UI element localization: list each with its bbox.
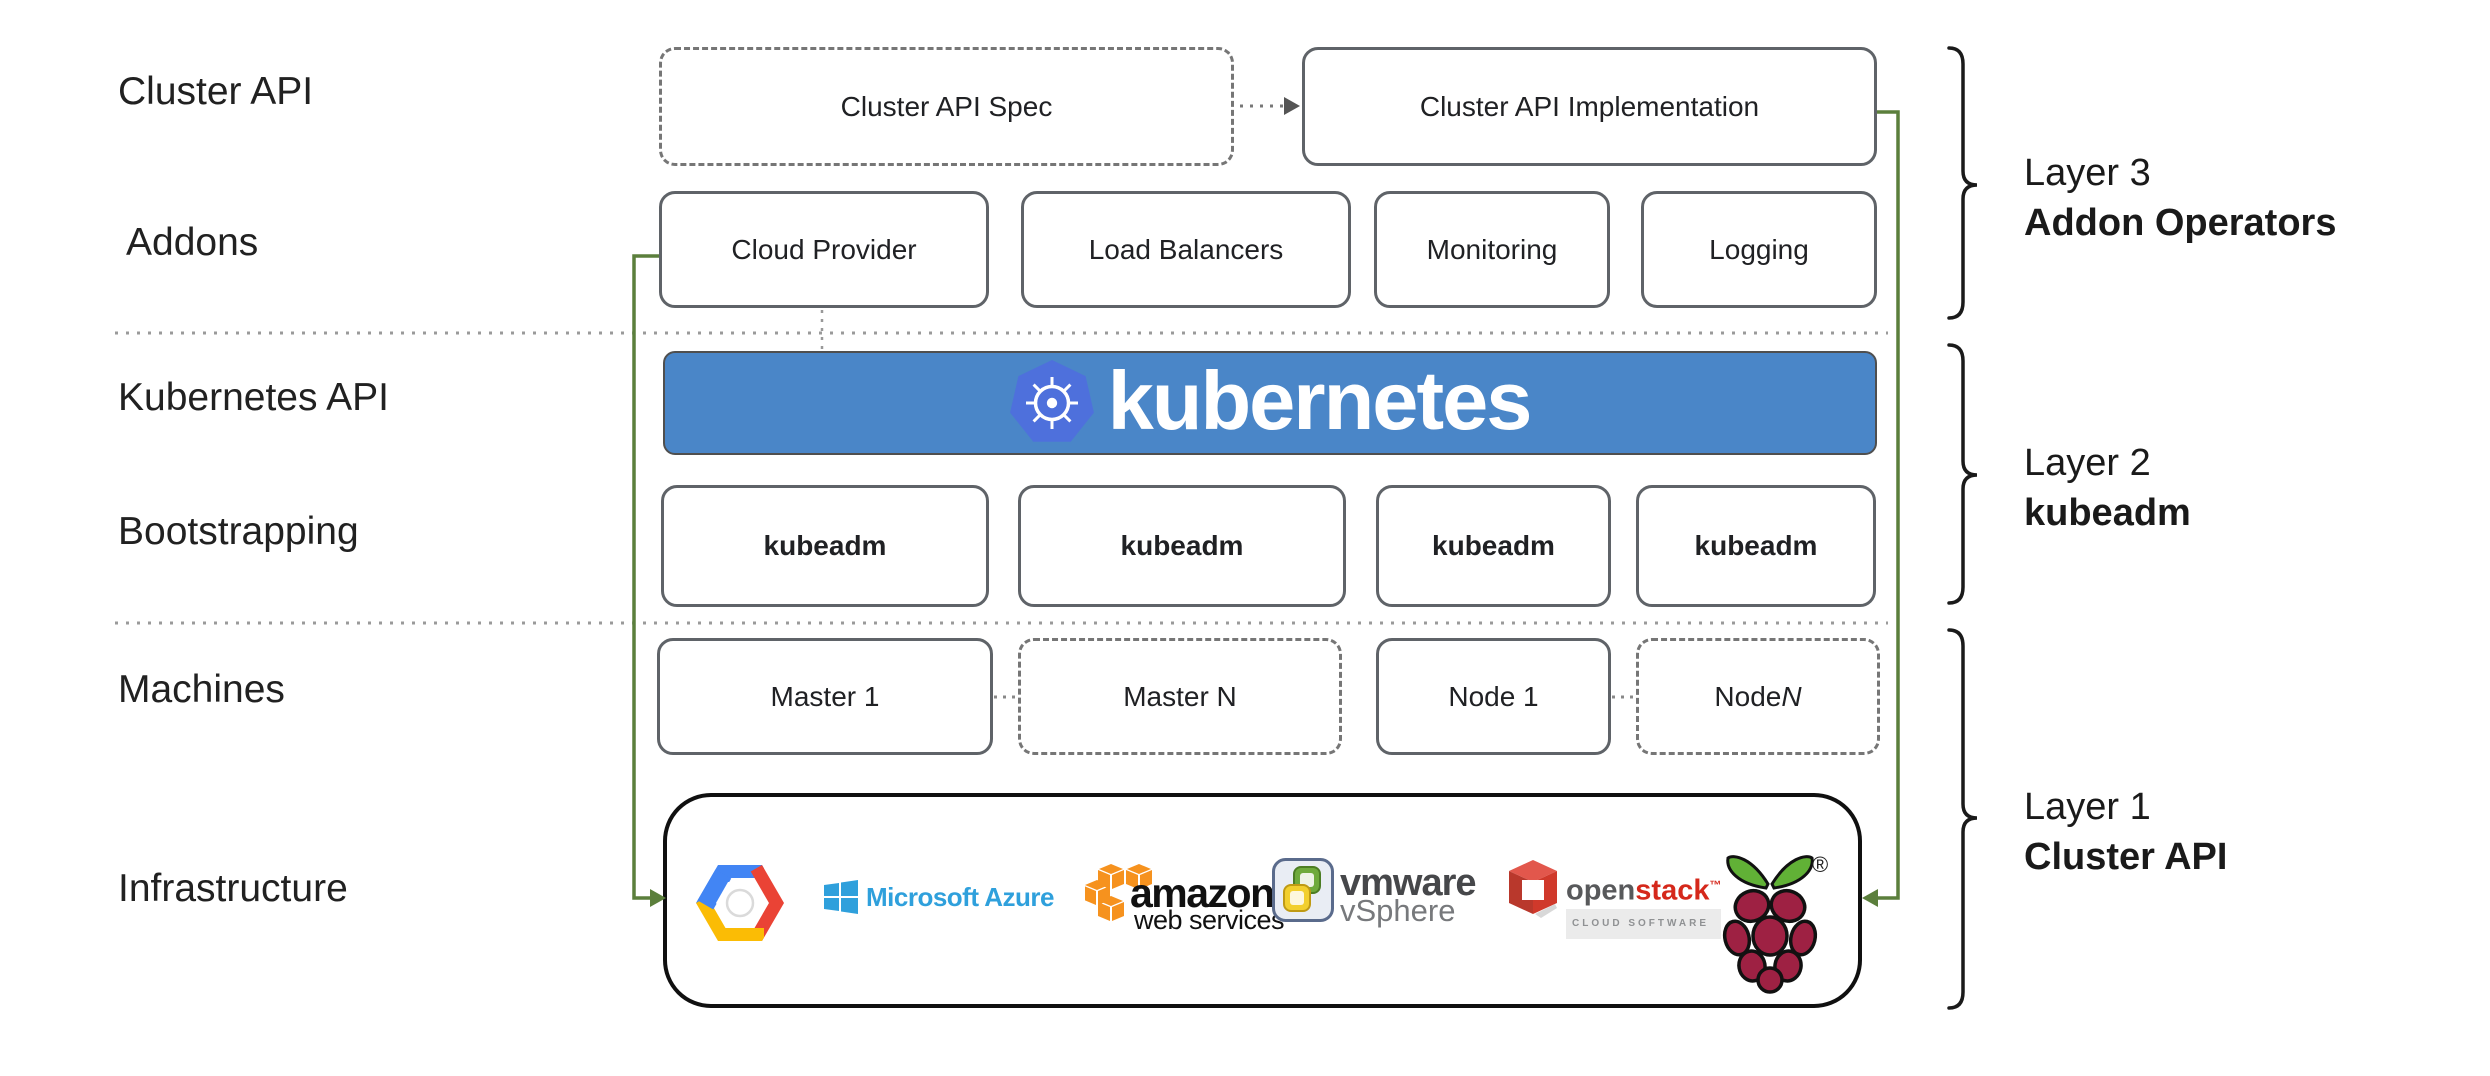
layer-3-label: Layer 3 Addon Operators <box>2024 148 2336 248</box>
openstack-tagline: CLOUD SOFTWARE <box>1566 908 1722 939</box>
layer-2-operator: kubeadm <box>2024 492 2191 534</box>
row-label-bootstrapping: Bootstrapping <box>118 510 359 553</box>
row-label-addons: Addons <box>126 221 259 264</box>
kubeadm-box-2: kubeadm <box>1018 485 1346 607</box>
node-n-prefix: Node <box>1714 680 1782 712</box>
kubeadm-box-3: kubeadm <box>1376 485 1611 607</box>
vsphere-wordmark: vSphere <box>1340 893 1456 928</box>
vmware-vsphere-icon <box>1272 858 1334 922</box>
azure-windows-flag-icon <box>824 880 858 914</box>
row-label-infrastructure: Infrastructure <box>118 867 348 910</box>
row-label-kubernetes-api: Kubernetes API <box>118 376 390 419</box>
layer-1-operator: Cluster API <box>2024 836 2228 878</box>
layer-3-operator: Addon Operators <box>2024 202 2337 244</box>
master-1-box: Master 1 <box>657 638 993 755</box>
master-n-box: Master N <box>1018 638 1342 755</box>
layer-1-label: Layer 1 Cluster API <box>2024 782 2227 882</box>
vmware-wordmark: vmware <box>1340 862 1477 904</box>
layer-2-label: Layer 2 kubeadm <box>2024 438 2191 538</box>
addon-monitoring-box: Monitoring <box>1374 191 1610 308</box>
addon-logging-box: Logging <box>1641 191 1877 308</box>
layer-2-name: Layer 2 <box>2024 442 2151 484</box>
cloud-provider-to-infra-arrow <box>632 254 659 900</box>
google-cloud-logo <box>696 865 784 941</box>
kubernetes-banner: kubernetes <box>663 351 1877 455</box>
kubernetes-logo-icon <box>1009 360 1094 442</box>
kubeadm-box-1: kubeadm <box>661 485 989 607</box>
right-green-arrowhead <box>1862 889 1878 907</box>
kubernetes-wordmark: kubernetes <box>1107 353 1533 447</box>
node-1-box: Node 1 <box>1376 638 1611 755</box>
addon-cloud-provider-box: Cloud Provider <box>659 191 989 308</box>
infrastructure-box <box>663 793 1862 1008</box>
cluster-api-spec-box: Cluster API Spec <box>659 47 1234 166</box>
raspberry-pi-logo <box>1722 855 1818 994</box>
layer-1-brace <box>1947 628 1978 1010</box>
spec-arrowhead <box>1284 97 1300 115</box>
node-n-suffix: N <box>1781 680 1802 712</box>
amazon-wordmark: amazon <box>1130 870 1275 916</box>
kubeadm-box-4: kubeadm <box>1636 485 1876 607</box>
openstack-cube-icon <box>1509 860 1557 918</box>
row-label-machines: Machines <box>118 668 285 711</box>
layer-2-brace <box>1947 343 1978 605</box>
layer-1-name: Layer 1 <box>2024 786 2151 828</box>
aws-cubes-icon <box>1085 864 1152 921</box>
cluster-api-implementation-box: Cluster API Implementation <box>1302 47 1877 166</box>
layer-3-brace <box>1947 46 1978 320</box>
openstack-wordmark: openstack™ CLOUD SOFTWARE <box>1566 872 1722 939</box>
implementation-to-infra-arrow <box>1877 110 1900 900</box>
addon-load-balancers-box: Load Balancers <box>1021 191 1351 308</box>
web-services-wordmark: web services <box>1134 905 1285 935</box>
azure-wordmark: Microsoft Azure <box>866 882 1055 912</box>
layer-3-name: Layer 3 <box>2024 152 2151 194</box>
node-n-box: Node N <box>1636 638 1880 755</box>
row-label-cluster-api: Cluster API <box>118 70 314 113</box>
raspberry-pi-registered-mark: ® <box>1812 852 1829 877</box>
